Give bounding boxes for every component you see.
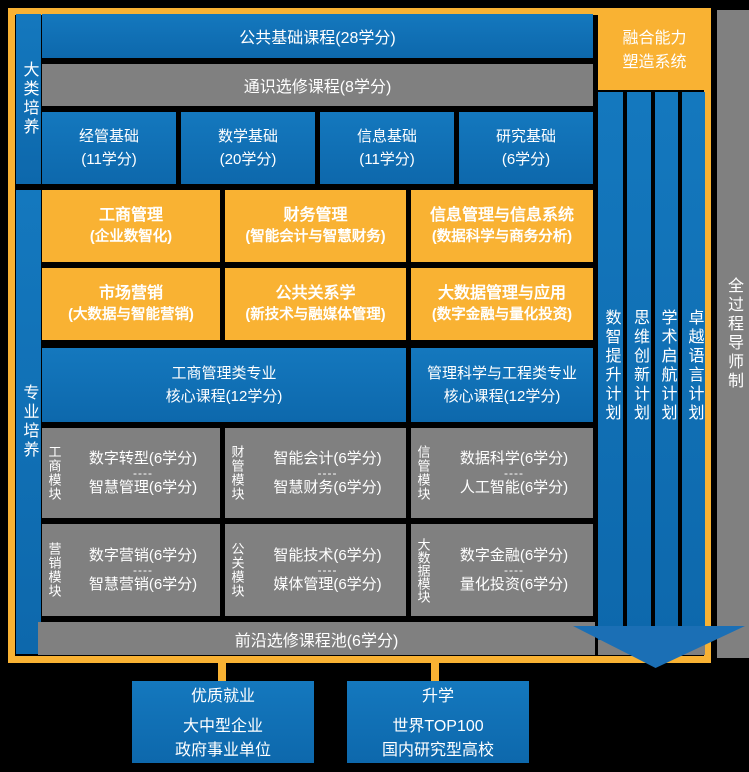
module-separator: ---- xyxy=(504,562,524,577)
outcome-box-further-study: 升学 世界TOP100 国内研究型高校 xyxy=(347,681,529,763)
outcome-title: 升学 xyxy=(421,687,454,705)
module-course: 智能会计(6学分) xyxy=(273,450,382,467)
program-label: 数智提升计划 xyxy=(602,309,620,423)
core-courses-business: 工商管理类专业 核心课程(12学分) xyxy=(42,348,406,422)
core-course-title: 管理科学与工程类专业 xyxy=(426,364,577,382)
major-subtitle: (大数据与智能营销) xyxy=(68,307,194,324)
module-separator: ---- xyxy=(504,465,524,480)
module-label: 大数据模块 xyxy=(415,537,431,603)
module-course: 智能技术(6学分) xyxy=(273,547,382,564)
outcome-connector-left xyxy=(218,663,226,681)
program-label: 思维创新计划 xyxy=(631,309,648,423)
outcome-title: 优质就业 xyxy=(190,687,255,705)
major-box-public-relations: 公共关系学 (新技术与融媒体管理) xyxy=(225,268,406,340)
module-course: 人工智能(6学分) xyxy=(459,478,569,496)
rail-general-training-label: 大类培养 xyxy=(20,61,38,137)
module-course: 数据科学(6学分) xyxy=(459,450,569,467)
major-title: 信息管理与信息系统 xyxy=(429,206,574,224)
fusion-header-line1: 融合能力 xyxy=(622,30,687,47)
program-column-academic-launch: 学术启航计划 xyxy=(655,92,678,640)
program-column-language-excellence: 卓越语言计划 xyxy=(682,92,705,640)
major-box-info-systems: 信息管理与信息系统 (数据科学与商务分析) xyxy=(411,190,593,262)
module-label: 营销模块 xyxy=(46,542,62,598)
major-subtitle: (智能会计与智慧财务) xyxy=(245,229,386,246)
fusion-header-line2: 塑造系统 xyxy=(622,54,687,71)
rail-major-training-label: 专业培养 xyxy=(20,384,38,460)
outcome-line: 国内研究型高校 xyxy=(381,741,494,759)
module-box-finance-mgmt: 财管模块 智能会计(6学分) ---- 智慧财务(6学分) xyxy=(225,428,406,518)
major-title: 市场营销 xyxy=(98,284,163,302)
core-courses-mgmt-science: 管理科学与工程类专业 核心课程(12学分) xyxy=(411,348,593,422)
module-box-public-relations: 公关模块 智能技术(6学分) ---- 媒体管理(6学分) xyxy=(225,524,406,616)
foundation-box-research: 研究基础 (6学分) xyxy=(459,112,593,184)
outcome-line: 世界TOP100 xyxy=(392,717,484,735)
module-label: 财管模块 xyxy=(229,445,245,501)
major-title: 大数据管理与应用 xyxy=(437,284,566,302)
module-label: 信管模块 xyxy=(415,445,431,501)
module-box-marketing: 营销模块 数字营销(6学分) ---- 智慧营销(6学分) xyxy=(42,524,220,616)
major-title: 公共关系学 xyxy=(275,284,356,302)
foundation-credits: (11学分) xyxy=(81,151,137,168)
module-box-info-mgmt: 信管模块 数据科学(6学分) ---- 人工智能(6学分) xyxy=(411,428,593,518)
major-subtitle: (新技术与融媒体管理) xyxy=(245,307,386,324)
module-course: 数字转型(6学分) xyxy=(88,450,198,467)
module-box-big-data: 大数据模块 数字金融(6学分) ---- 量化投资(6学分) xyxy=(411,524,593,616)
core-course-credits: 核心课程(12学分) xyxy=(443,388,561,405)
major-box-big-data: 大数据管理与应用 (数字金融与量化投资) xyxy=(411,268,593,340)
module-separator: ---- xyxy=(317,465,338,480)
program-column-thinking-innovation: 思维创新计划 xyxy=(627,92,651,640)
program-column-digital-intelligence: 数智提升计划 xyxy=(598,92,623,640)
module-course: 智慧财务(6学分) xyxy=(273,478,382,496)
program-label: 卓越语言计划 xyxy=(685,309,703,423)
core-course-title: 工商管理类专业 xyxy=(171,364,277,382)
rail-general-training: 大类培养 xyxy=(16,14,41,184)
foundation-box-information: 信息基础 (11学分) xyxy=(320,112,454,184)
rail-major-training: 专业培养 xyxy=(16,190,41,654)
module-course: 智慧管理(6学分) xyxy=(88,478,198,496)
major-title: 财务管理 xyxy=(283,206,348,224)
outcome-line: 政府事业单位 xyxy=(174,741,271,759)
frontier-electives-bar: 前沿选修课程池(6学分) xyxy=(38,622,595,655)
module-course: 智慧营销(6学分) xyxy=(88,575,198,593)
module-label: 公关模块 xyxy=(229,542,245,598)
major-subtitle: (企业数智化) xyxy=(89,229,173,246)
mentor-system-bar: 全过程导师制 xyxy=(717,10,749,658)
module-label: 工商模块 xyxy=(46,445,62,501)
foundation-title: 数学基础 xyxy=(217,127,278,145)
module-course: 量化投资(6学分) xyxy=(459,575,569,593)
core-course-credits: 核心课程(12学分) xyxy=(165,388,283,405)
foundation-credits: (11学分) xyxy=(359,151,415,168)
module-course: 媒体管理(6学分) xyxy=(273,575,382,593)
outcome-line: 大中型企业 xyxy=(182,717,263,735)
major-box-marketing: 市场营销 (大数据与智能营销) xyxy=(42,268,220,340)
fusion-ability-header: 融合能力 塑造系统 xyxy=(598,12,711,90)
major-box-finance: 财务管理 (智能会计与智慧财务) xyxy=(225,190,406,262)
program-label: 学术启航计划 xyxy=(658,309,676,423)
module-box-business: 工商模块 数字转型(6学分) ---- 智慧管理(6学分) xyxy=(42,428,220,518)
outcome-connector-right xyxy=(431,663,439,681)
general-electives-bar: 通识选修课程(8学分) xyxy=(42,64,593,106)
major-box-business-admin: 工商管理 (企业数智化) xyxy=(42,190,220,262)
public-basic-courses-bar: 公共基础课程(28学分) xyxy=(42,14,593,58)
foundation-box-math: 数学基础 (20学分) xyxy=(181,112,315,184)
foundation-title: 经管基础 xyxy=(78,127,139,145)
module-course: 数字营销(6学分) xyxy=(88,547,198,564)
foundation-title: 研究基础 xyxy=(495,127,556,145)
module-separator: ---- xyxy=(133,465,153,480)
module-separator: ---- xyxy=(317,562,338,577)
major-title: 工商管理 xyxy=(98,206,163,224)
foundation-title: 信息基础 xyxy=(356,127,417,145)
module-course: 数字金融(6学分) xyxy=(459,547,569,564)
foundation-credits: (6学分) xyxy=(501,151,551,168)
major-subtitle: (数据科学与商务分析) xyxy=(431,229,573,246)
foundation-credits: (20学分) xyxy=(219,151,277,168)
mentor-system-label: 全过程导师制 xyxy=(725,277,742,391)
module-separator: ---- xyxy=(133,562,153,577)
major-subtitle: (数字金融与量化投资) xyxy=(431,307,573,324)
outcome-box-employment: 优质就业 大中型企业 政府事业单位 xyxy=(132,681,314,763)
foundation-box-business: 经管基础 (11学分) xyxy=(42,112,176,184)
